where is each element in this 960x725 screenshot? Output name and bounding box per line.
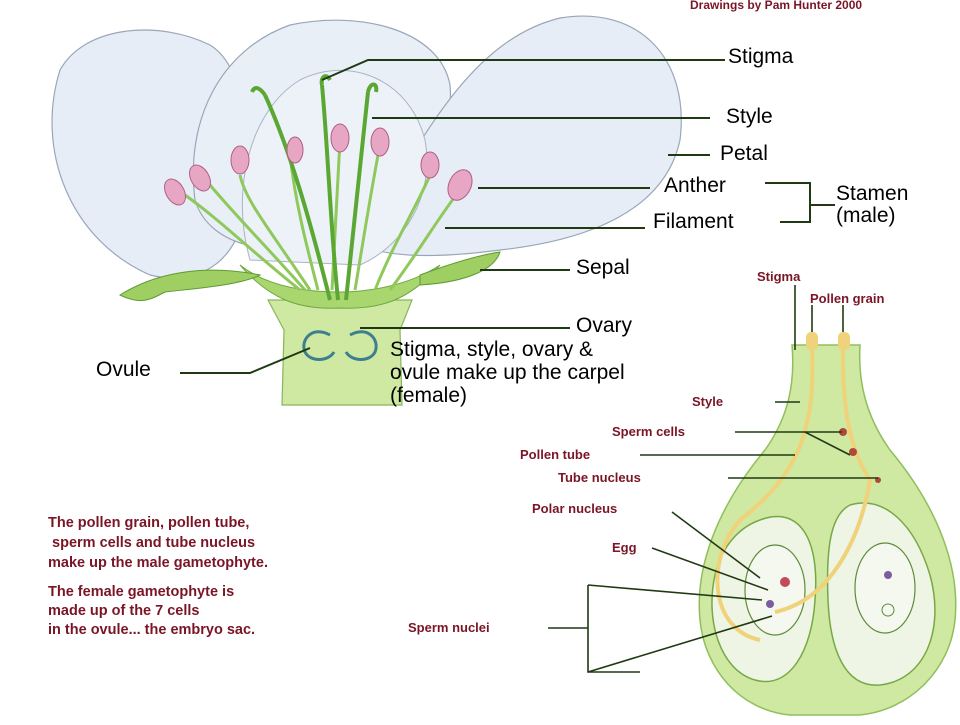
- flower-leader-lines: [180, 59, 835, 374]
- pistil-label-egg: Egg: [612, 540, 637, 555]
- label-stamen-male: (male): [836, 204, 896, 227]
- flower-labels: Drawings by Pam Hunter 2000 Stigma Style…: [96, 0, 908, 407]
- note-female-line1: The female gametophyte is: [48, 584, 234, 600]
- styles: [263, 84, 370, 301]
- embryo-sac-left: [744, 544, 806, 636]
- pistil-labels: Stigma Pollen grain Style Sperm cells Po…: [408, 269, 884, 635]
- embryo-sac-right: [854, 542, 916, 634]
- right-cell: [881, 603, 895, 617]
- pistil-label-pollen-grain: Pollen grain: [810, 291, 884, 306]
- note-male-line1: The pollen grain, pollen tube,: [48, 515, 249, 531]
- pistil-label-polar-nucleus: Polar nucleus: [532, 501, 617, 516]
- label-ovary: Ovary: [576, 314, 633, 337]
- stigma-tips: [250, 74, 379, 97]
- pistil-label-style: Style: [692, 394, 723, 409]
- petal-right: [359, 15, 682, 257]
- pollen-grain-right: [838, 332, 850, 350]
- pistil-label-sperm-cells: Sperm cells: [612, 424, 685, 439]
- sperm-cell-2: [849, 448, 857, 456]
- pistil-illustration: [698, 332, 957, 716]
- note-male-line2: sperm cells and tube nucleus: [48, 535, 255, 551]
- floral-cup: [239, 264, 441, 309]
- label-stigma: Stigma: [728, 45, 794, 68]
- gametophyte-notes: The pollen grain, pollen tube, sperm cel…: [48, 515, 268, 638]
- label-ovule: Ovule: [96, 358, 151, 381]
- sepal-right: [419, 251, 501, 286]
- pistil-label-pollen-tube: Pollen tube: [520, 447, 590, 462]
- carpel-text-line1: Stigma, style, ovary &: [390, 338, 593, 361]
- carpel-text-line2: ovule make up the carpel: [390, 361, 625, 384]
- label-petal: Petal: [720, 142, 768, 165]
- sperm-cell-1: [839, 428, 847, 436]
- egg-nucleus: [780, 577, 790, 587]
- credit-text: Drawings by Pam Hunter 2000: [690, 0, 862, 12]
- label-stamen: Stamen: [836, 182, 908, 205]
- receptacle: [267, 299, 413, 406]
- carpel-text-line3: (female): [390, 384, 467, 407]
- pistil-label-sperm-nuclei: Sperm nuclei: [408, 620, 490, 635]
- right-nucleus-dot: [884, 571, 892, 579]
- sepal-left: [118, 269, 262, 302]
- label-style: Style: [726, 105, 773, 128]
- note-female-line3: in the ovule... the embryo sac.: [48, 622, 255, 638]
- label-filament: Filament: [653, 210, 734, 233]
- petal-left: [51, 29, 247, 279]
- pistil-label-tube-nucleus: Tube nucleus: [558, 470, 641, 485]
- pistil-leader-lines: [548, 285, 878, 673]
- pistil-label-stigma: Stigma: [757, 269, 801, 284]
- anthers: [164, 123, 473, 206]
- label-anther: Anther: [664, 174, 726, 197]
- label-sepal: Sepal: [576, 256, 630, 279]
- polar-nucleus-dot: [766, 600, 774, 608]
- pollen-grain-left: [806, 332, 818, 350]
- note-male-line3: make up the male gametophyte.: [48, 555, 268, 571]
- ovary-ovules: [302, 330, 378, 361]
- flower-illustration: [51, 15, 682, 406]
- note-female-line2: made up of the 7 cells: [48, 603, 200, 619]
- pollen-tubes: [715, 344, 873, 642]
